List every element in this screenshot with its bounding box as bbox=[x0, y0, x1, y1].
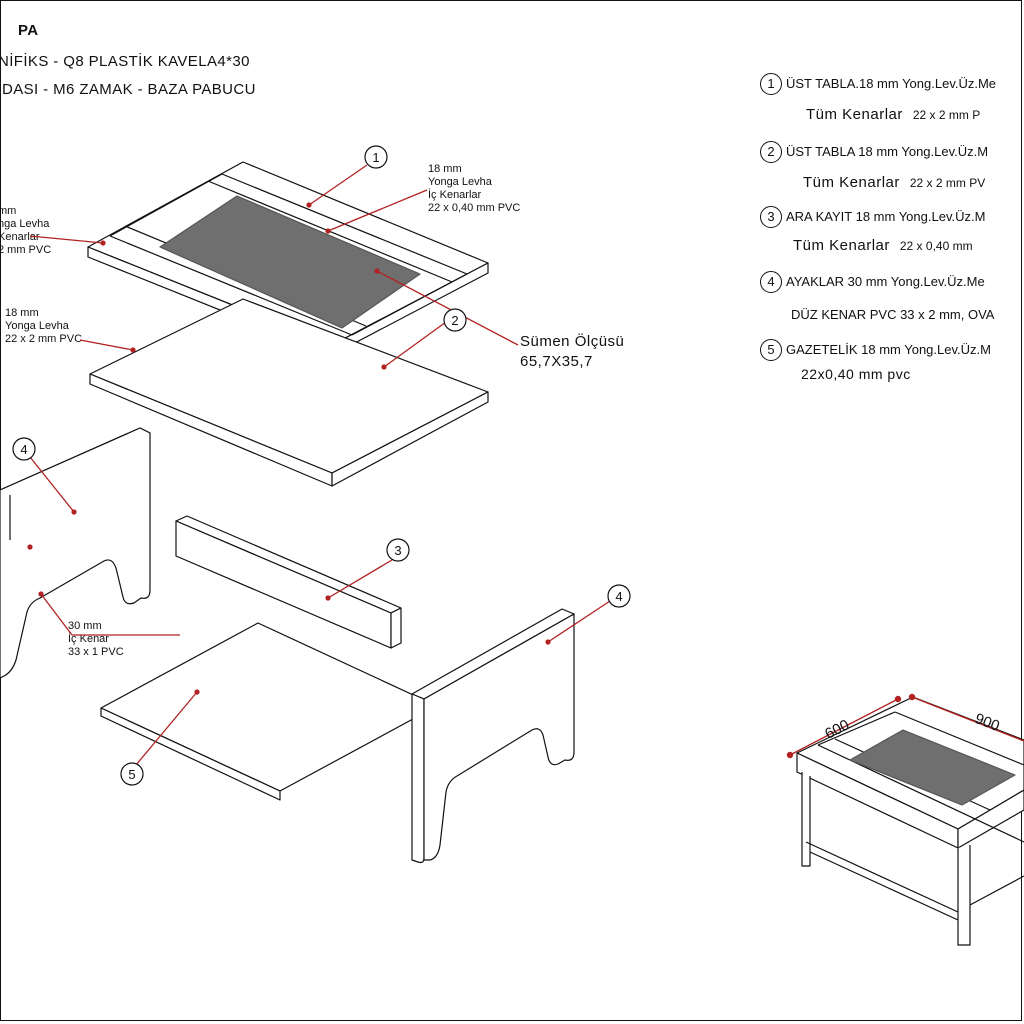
assembled-table-view bbox=[796, 696, 1024, 946]
dimension-lines bbox=[786, 693, 1024, 759]
legend-sub-3: Tüm Kenarlar 22 x 0,40 mm bbox=[793, 237, 973, 254]
legend-sub-value: 22 x 2 mm P bbox=[912, 108, 981, 122]
legend-text: ÜST TABLA.18 mm Yong.Lev.Üz.Me bbox=[786, 76, 997, 91]
legend-number: 2 bbox=[760, 141, 782, 163]
sumen-label: Sümen Ölçüsü bbox=[520, 333, 625, 350]
header-hardware-line-2: DASI - M6 ZAMAK - BAZA PABUCU bbox=[2, 81, 256, 98]
legend-sub-5: 22x0,40 mm pvc bbox=[801, 366, 911, 382]
legend-sub-1: Tüm Kenarlar 22 x 2 mm P bbox=[806, 106, 980, 123]
header-hardware-line-1: NİFİKS - Q8 PLASTİK KAVELA4*30 bbox=[0, 53, 250, 70]
note-line: mm bbox=[0, 205, 17, 217]
note-line: 30 mm bbox=[68, 620, 102, 632]
callout-number-2: 2 bbox=[451, 313, 458, 328]
legend-item-1: 1 ÜST TABLA.18 mm Yong.Lev.Üz.Me bbox=[760, 73, 996, 95]
callout-numbers: 1 2 3 4 4 5 bbox=[20, 150, 622, 782]
sumen-value: 65,7X35,7 bbox=[520, 353, 593, 370]
note-line: Yonga Levha bbox=[5, 320, 69, 332]
sumen-size-note: Sümen Ölçüsü 65,7X35,7 bbox=[520, 332, 624, 372]
legend-text: GAZETELİK 18 mm Yong.Lev.Üz.M bbox=[786, 342, 991, 357]
callout-number-5: 5 bbox=[128, 767, 135, 782]
note-top-panel: 18 mm Yonga Levha İç Kenarlar 22 x 0,40 … bbox=[428, 163, 520, 215]
legend-item-2: 2 ÜST TABLA 18 mm Yong.Lev.Üz.M bbox=[760, 141, 988, 163]
note-line: Yonga Levha bbox=[428, 176, 492, 188]
legend-text: ARA KAYIT 18 mm Yong.Lev.Üz.M bbox=[786, 209, 986, 224]
legend-item-4: 4 AYAKLAR 30 mm Yong.Lev.Üz.Me bbox=[760, 271, 985, 293]
part-5-shelf bbox=[100, 622, 438, 801]
legend-sub-value: 22 x 0,40 mm bbox=[899, 239, 973, 253]
legend-number: 4 bbox=[760, 271, 782, 293]
note-line: 18 mm bbox=[5, 307, 39, 319]
part-4-left-leg bbox=[0, 427, 151, 679]
legend-item-3: 3 ARA KAYIT 18 mm Yong.Lev.Üz.M bbox=[760, 206, 985, 228]
legend-sub-label: Tüm Kenarlar bbox=[803, 174, 900, 191]
note-line: nga Levha bbox=[0, 218, 50, 230]
inlay-pad bbox=[159, 195, 421, 329]
note-line: 22 x 0,40 mm PVC bbox=[428, 202, 521, 214]
note-second-panel: 18 mm Yonga Levha 22 x 2 mm PVC bbox=[5, 307, 82, 346]
note-line: 2 mm PVC bbox=[0, 244, 52, 256]
note-leg: 30 mm İç Kenar 33 x 1 PVC bbox=[68, 620, 124, 659]
callout-number-4-right: 4 bbox=[615, 589, 622, 604]
legend-item-5: 5 GAZETELİK 18 mm Yong.Lev.Üz.M bbox=[760, 339, 991, 361]
part-2-panel bbox=[89, 298, 489, 487]
legend-sub-2: Tüm Kenarlar 22 x 2 mm PV bbox=[803, 174, 985, 191]
note-line: İç Kenarlar bbox=[428, 189, 482, 201]
leader-lines bbox=[25, 164, 611, 766]
legend-number: 5 bbox=[760, 339, 782, 361]
part-3-rail bbox=[175, 515, 402, 649]
legend-sub-label: Tüm Kenarlar bbox=[793, 237, 890, 254]
legend-text: ÜST TABLA 18 mm Yong.Lev.Üz.M bbox=[786, 144, 989, 159]
callout-circles bbox=[12, 145, 631, 786]
part-4-right-leg bbox=[411, 608, 575, 864]
legend-sub-label: Tüm Kenarlar bbox=[806, 106, 903, 123]
note-line: 22 x 2 mm PVC bbox=[5, 333, 83, 345]
note-line: İç Kenar bbox=[68, 633, 109, 645]
note-left-top: mm nga Levha Kenarlar 2 mm PVC bbox=[0, 205, 51, 257]
legend-number: 1 bbox=[760, 73, 782, 95]
note-line: 18 mm bbox=[428, 163, 462, 175]
note-line: 33 x 1 PVC bbox=[68, 646, 124, 658]
legend-sub-value: 22 x 2 mm PV bbox=[909, 176, 986, 190]
callout-number-3: 3 bbox=[394, 543, 401, 558]
leader-dots bbox=[27, 202, 551, 695]
header-title: PA bbox=[18, 22, 39, 39]
legend-text: AYAKLAR 30 mm Yong.Lev.Üz.Me bbox=[786, 274, 985, 289]
legend-sub-4: DÜZ KENAR PVC 33 x 2 mm, OVA bbox=[791, 307, 995, 322]
note-line: Kenarlar bbox=[0, 231, 40, 243]
part-1-top-panel bbox=[87, 161, 489, 356]
legend-number: 3 bbox=[760, 206, 782, 228]
callout-number-4-left: 4 bbox=[20, 442, 27, 457]
callout-number-1: 1 bbox=[372, 150, 379, 165]
